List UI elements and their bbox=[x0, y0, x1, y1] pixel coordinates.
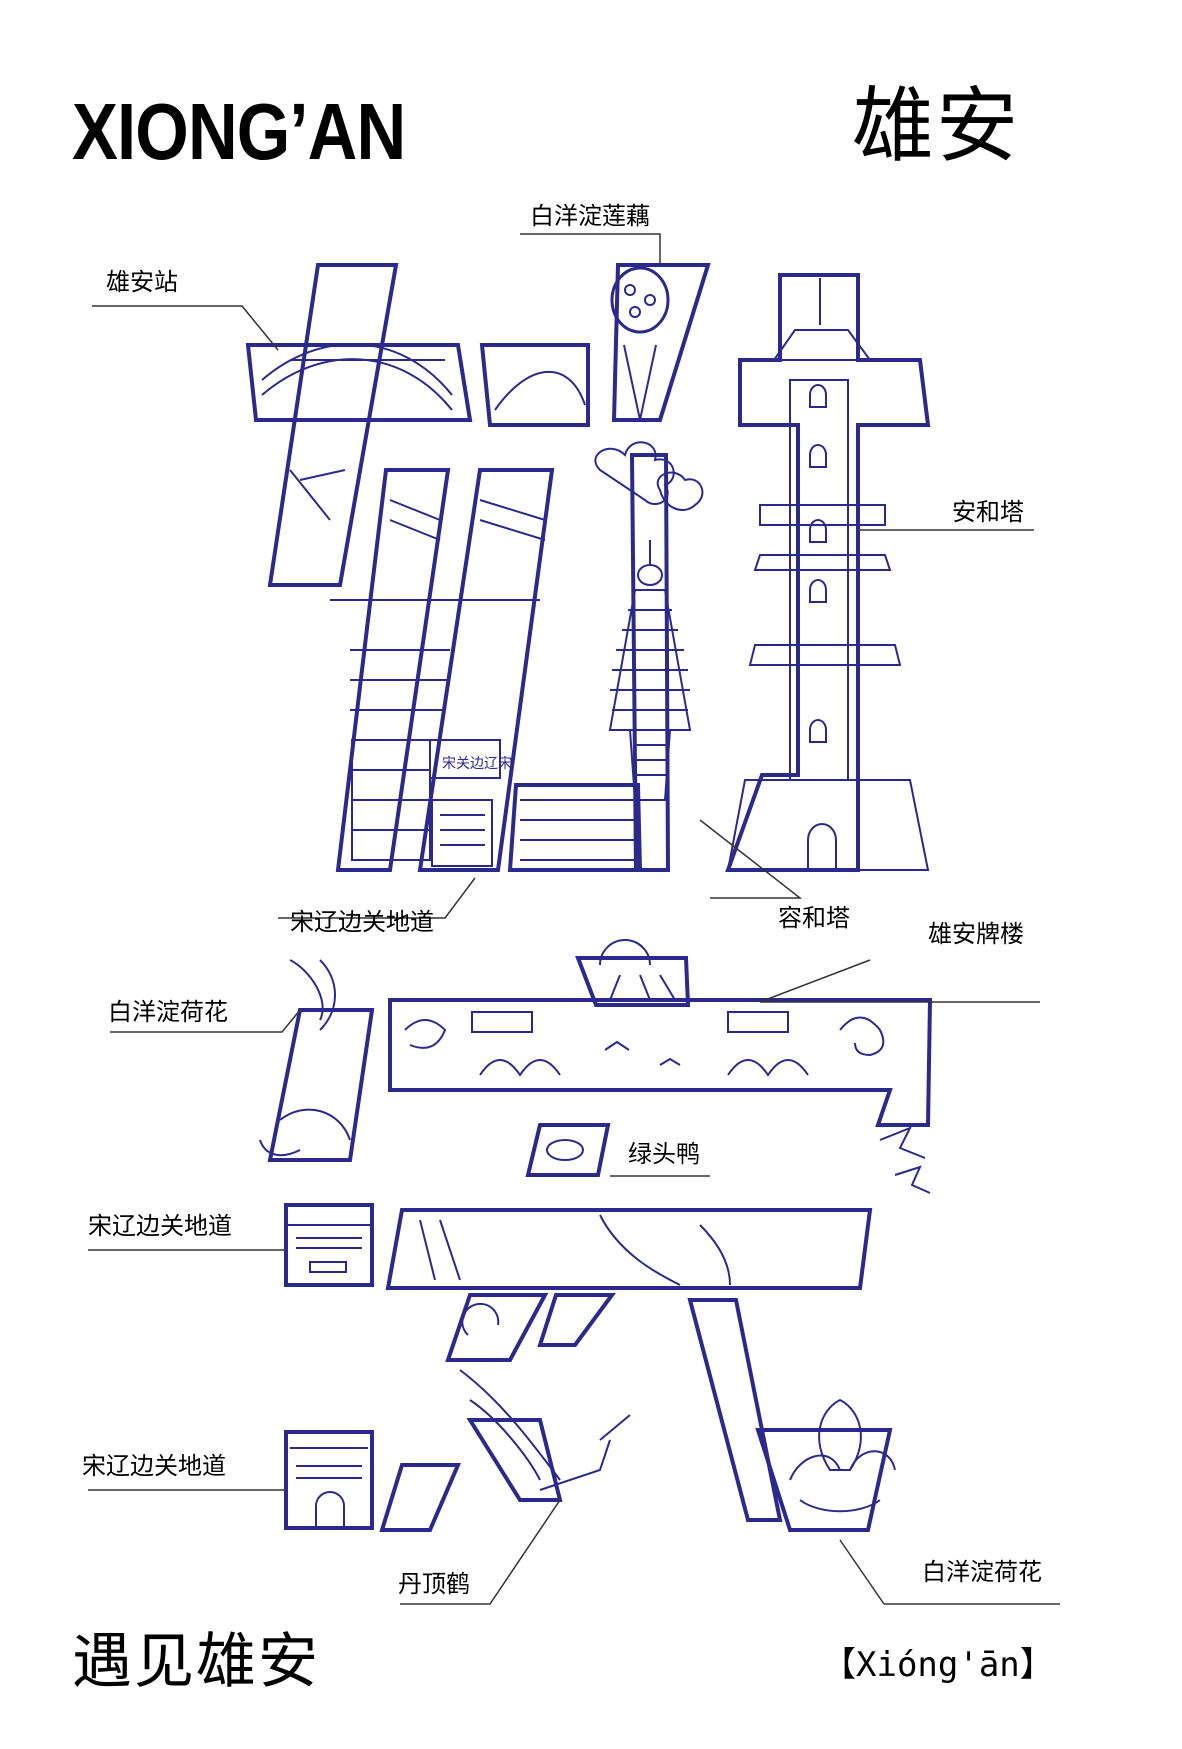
an-roof bbox=[259, 939, 933, 1194]
anhe-pagoda bbox=[725, 273, 931, 872]
callout-ronghe-pagoda: 容和塔 bbox=[778, 904, 850, 932]
callout-baiyangdian-lotus: 白洋淀荷花 bbox=[108, 998, 228, 1026]
gate-insets bbox=[284, 1203, 374, 1530]
callout-baiyangdian-lotus-root: 白洋淀莲藕 bbox=[530, 202, 650, 230]
callout-anhe-pagoda: 安和塔 bbox=[952, 498, 1024, 526]
title-chinese: 雄安 bbox=[852, 79, 1021, 174]
lotus-root-and-ronghe-pagoda bbox=[594, 263, 711, 872]
callout-song-liao-tunnel: 宋辽边关地道 bbox=[290, 908, 434, 936]
footer-slogan: 遇见雄安 bbox=[72, 1627, 320, 1697]
title-english: XIONG’AN bbox=[72, 87, 406, 176]
callout-baiyangdian-lotus: 白洋淀荷花 bbox=[922, 1558, 1042, 1586]
callout-leader-lines bbox=[88, 233, 1060, 1605]
callout-mallard: 绿头鸭 bbox=[628, 1140, 700, 1168]
an-woman bbox=[379, 1123, 896, 1532]
callout-red-crowned-crane: 丹顶鹤 bbox=[398, 1570, 470, 1598]
xiong-left-strokes: 宋关边辽宋 bbox=[245, 263, 643, 872]
footer-pinyin: 【Xióng'ān】 bbox=[822, 1645, 1054, 1685]
callout-xiongan-archway: 雄安牌楼 bbox=[928, 920, 1024, 948]
callout-xiongan-station: 雄安站 bbox=[106, 268, 178, 296]
callout-song-liao-tunnel: 宋辽边关地道 bbox=[82, 1452, 226, 1480]
callout-song-liao-tunnel: 宋辽边关地道 bbox=[88, 1212, 232, 1240]
inset-tunnel-text: 宋关边辽宋 bbox=[442, 756, 512, 772]
